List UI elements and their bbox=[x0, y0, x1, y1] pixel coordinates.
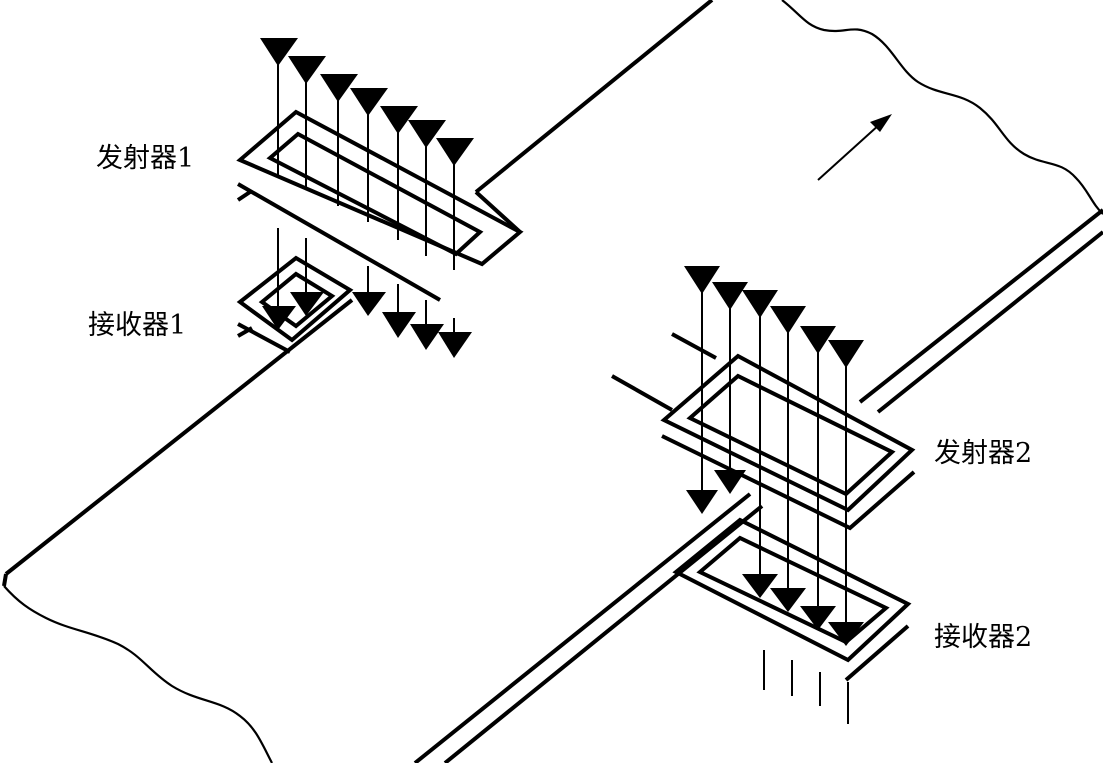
arrowhead-down-icon bbox=[260, 38, 298, 66]
arrowhead-down-icon bbox=[438, 332, 472, 358]
receiver-1 bbox=[236, 255, 354, 354]
arrowhead-down-icon bbox=[828, 622, 864, 646]
emitter-1-beams bbox=[260, 38, 474, 358]
strip-far-right-edge-bottom bbox=[876, 230, 1103, 414]
strip-near-right-edge-bottom bbox=[443, 504, 764, 763]
arrowhead-down-icon bbox=[436, 138, 474, 166]
emitter-1-label: 发射器1 bbox=[96, 143, 195, 174]
emitter-1-bar-underside bbox=[237, 182, 441, 302]
arrowhead-down-icon bbox=[382, 312, 416, 338]
emitter-2-label: 发射器2 bbox=[934, 438, 1033, 469]
emitter-2-left-stub bbox=[611, 374, 673, 412]
receiver-1-base-2 bbox=[237, 326, 253, 338]
arrowhead-down-icon bbox=[742, 290, 778, 318]
strip-torn-edge-near bbox=[3, 585, 273, 763]
arrowhead-down-icon bbox=[800, 606, 836, 630]
emitter-2-bar-slot bbox=[686, 373, 896, 497]
emitter-2-beams bbox=[684, 266, 864, 646]
emitter-1-bar-slot bbox=[266, 131, 484, 257]
receiver-2-label: 接收器2 bbox=[934, 622, 1033, 653]
receiver-2 bbox=[672, 517, 912, 724]
arrowhead-down-icon bbox=[770, 588, 806, 612]
emitter-1-strip-junction bbox=[474, 190, 522, 234]
emitter-1-bar-underside-2 bbox=[236, 190, 252, 202]
emitter-2-upper-stub bbox=[671, 332, 717, 360]
arrowhead-down-icon bbox=[380, 106, 418, 134]
strip-far-right-edge-top bbox=[858, 208, 1103, 404]
arrowhead-down-icon bbox=[352, 292, 386, 316]
receiver-2-body-outer bbox=[672, 517, 912, 663]
arrowhead-down-icon bbox=[686, 490, 718, 514]
receiver-1-base bbox=[237, 322, 291, 354]
arrowhead-down-icon bbox=[320, 74, 358, 102]
receiver-2-base bbox=[844, 624, 910, 682]
arrowhead-down-icon bbox=[350, 88, 388, 116]
receiver-1-label: 接收器1 bbox=[88, 310, 187, 341]
arrowhead-down-icon bbox=[770, 306, 806, 334]
arrowhead-down-icon bbox=[742, 574, 778, 598]
receiver-2-body-slot bbox=[696, 535, 890, 645]
arrowhead-down-icon bbox=[408, 120, 446, 148]
strip-near-right-edge-top bbox=[413, 492, 752, 763]
arrowhead-down-icon bbox=[800, 326, 836, 354]
strip-near-left-edge bbox=[4, 298, 354, 576]
arrowhead-down-icon bbox=[288, 56, 326, 84]
strip-far-left-edge bbox=[474, 0, 714, 194]
arrowhead-down-icon bbox=[290, 292, 324, 316]
arrowhead-down-icon bbox=[410, 324, 444, 350]
emitter-2-bar-outer bbox=[660, 353, 916, 513]
arrowhead-down-icon bbox=[684, 266, 720, 294]
arrowhead-down-icon bbox=[262, 306, 296, 330]
arrowhead-down-icon bbox=[712, 282, 748, 310]
arrow-up-right-icon bbox=[817, 114, 892, 181]
strip-near-end-cap bbox=[2, 573, 8, 587]
arrowhead-down-icon bbox=[714, 470, 746, 494]
strip-torn-edge-far bbox=[781, 0, 1103, 215]
emitter-2-bar-underside bbox=[661, 434, 916, 531]
emitter-2 bbox=[611, 332, 916, 531]
arrowhead-down-icon bbox=[828, 340, 864, 368]
